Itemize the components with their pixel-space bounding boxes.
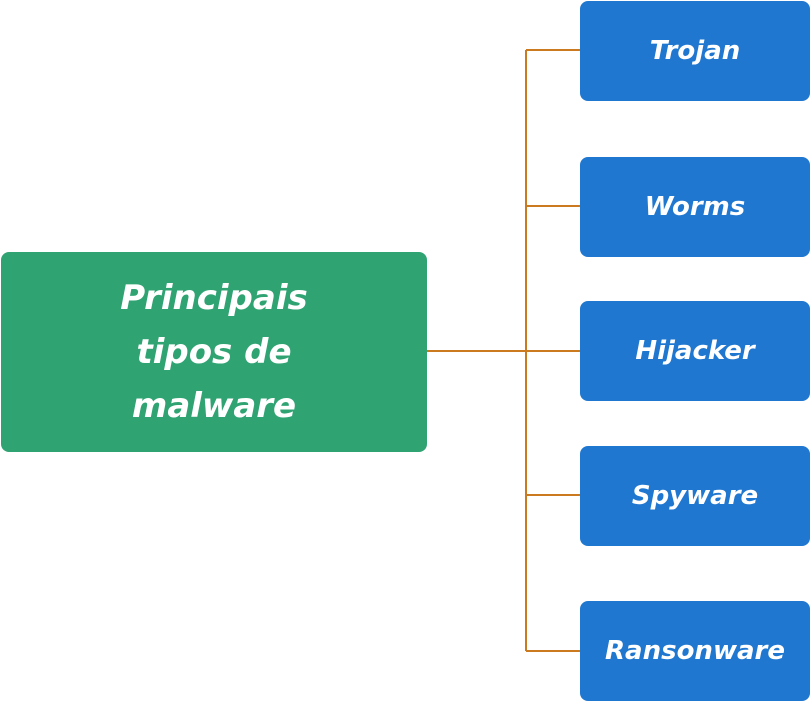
node-label-hijacker: Hijacker [635,336,755,366]
root-node-label: Principais tipos de malware [120,278,308,426]
node-label-worms: Worms [644,192,746,222]
node-label-ransonware: Ransonware [605,636,785,666]
node-worms: Worms [580,157,810,257]
node-spyware: Spyware [580,446,810,546]
node-trojan: Trojan [580,1,810,101]
node-label-trojan: Trojan [649,36,741,66]
node-label-spyware: Spyware [631,481,759,511]
node-hijacker: Hijacker [580,301,810,401]
root-node: Principais tipos de malware [1,252,427,452]
node-ransonware: Ransonware [580,601,810,701]
